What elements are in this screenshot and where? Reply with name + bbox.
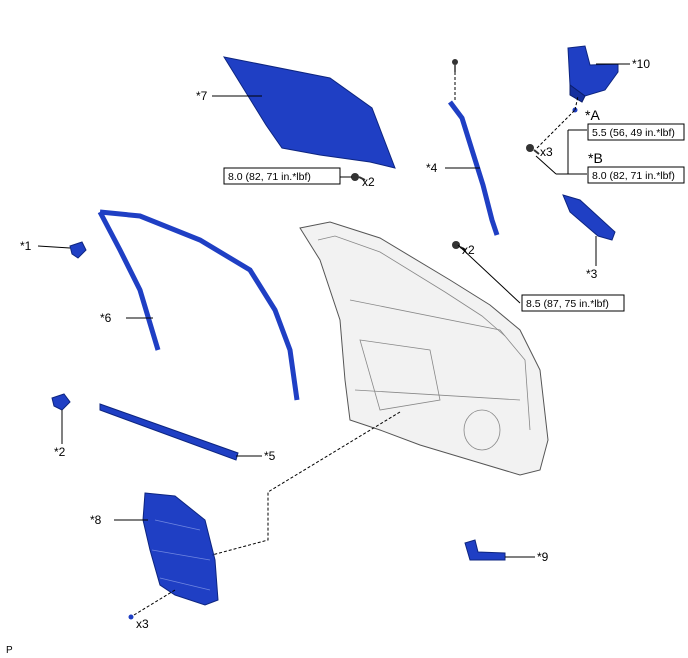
clip-icon [128, 614, 134, 620]
door-glass [222, 56, 396, 169]
cover-part [562, 194, 616, 241]
torque-mirror-a: 5.5 (56, 49 in.*lbf) [592, 127, 675, 139]
label-6: *6 [100, 311, 112, 325]
torque-box-glass [223, 167, 341, 185]
label-7: *7 [196, 89, 208, 103]
torque-mirror-b: 8.0 (82, 71 in.*lbf) [592, 170, 675, 182]
torque-box-mirror-a [587, 123, 685, 141]
label-4: *4 [426, 161, 438, 175]
label-2: *2 [54, 445, 66, 459]
bolt-icon [452, 59, 458, 72]
door-panel [299, 221, 549, 476]
label-5: *5 [264, 449, 276, 463]
door-handle [464, 539, 506, 561]
label-10: *10 [632, 57, 650, 71]
label-1: *1 [20, 239, 32, 253]
label-a: *A [585, 107, 600, 123]
belt-moulding [99, 403, 239, 461]
outer-mirror [567, 45, 619, 103]
torque-box-channel [521, 294, 625, 312]
qty-glass-bolts: x2 [362, 175, 375, 189]
part-1-icon [69, 241, 87, 259]
door-trim-board [142, 492, 219, 606]
torque-channel: 8.5 (87, 75 in.*lbf) [526, 298, 609, 310]
torque-glass: 8.0 (82, 71 in.*lbf) [228, 171, 311, 183]
label-b: *B [588, 150, 603, 166]
label-3: *3 [586, 267, 598, 281]
bolt-icon [526, 144, 540, 155]
label-8: *8 [90, 513, 102, 527]
label-9: *9 [537, 550, 549, 564]
part-2-icon [51, 393, 71, 411]
qty-channel-bolts: x2 [462, 243, 475, 257]
qty-clips: x3 [136, 617, 149, 631]
footer-code: P [6, 645, 13, 656]
bolt-icon [351, 173, 366, 181]
torque-box-mirror-b [587, 166, 685, 184]
qty-mirror-bolts: x3 [540, 145, 553, 159]
glass-run-channel [97, 209, 300, 401]
